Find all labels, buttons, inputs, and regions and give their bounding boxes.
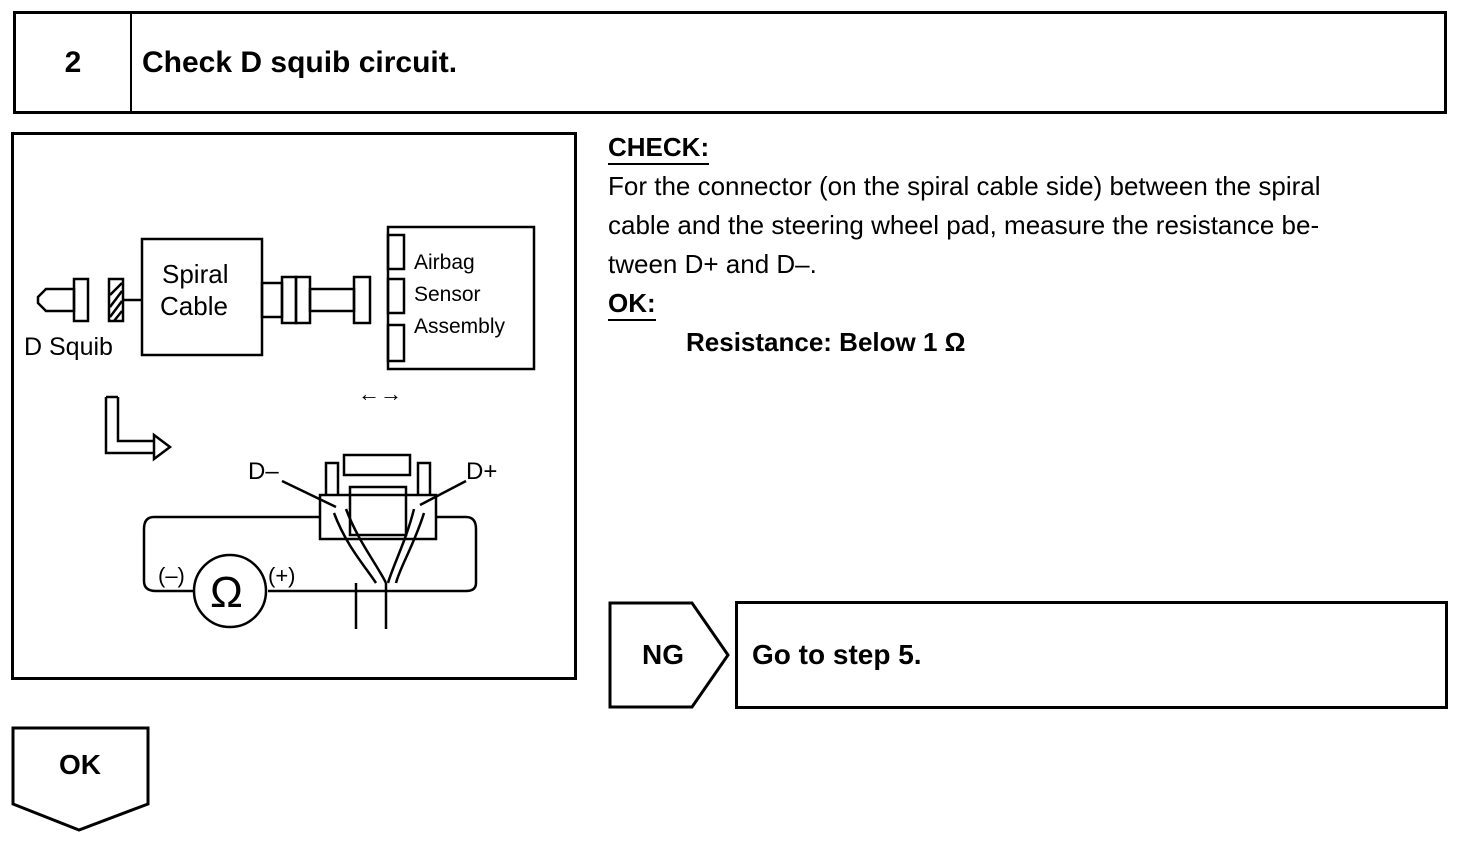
disconnect-arrows: ←→	[358, 381, 402, 406]
ok-heading: OK:	[608, 288, 656, 321]
flow-arrow-path	[104, 397, 154, 455]
assembly-label: Assembly	[414, 315, 506, 338]
minus-terminal-label: (–)	[158, 563, 185, 588]
check-line-2: cable and the steering wheel pad, measur…	[608, 210, 1320, 240]
check-heading: CHECK:	[608, 132, 710, 165]
circuit-figure: Spiral Cable D Squib Airbag Sensor Assem…	[11, 132, 577, 680]
squib-connector-body	[72, 277, 90, 323]
cable-label: Cable	[160, 291, 228, 321]
step-header: 2 Check D squib circuit.	[13, 11, 1447, 114]
step-number: 2	[16, 14, 132, 111]
d-minus-label: D–	[248, 458, 279, 485]
resistance-spec: Resistance: Below 1 Ω	[686, 327, 966, 357]
ohmmeter-circle	[192, 553, 268, 629]
check-section: CHECK: For the connector (on the spiral …	[608, 128, 1453, 362]
ng-action-text: Go to step 5.	[752, 639, 922, 670]
check-line-1: For the connector (on the spiral cable s…	[608, 171, 1321, 201]
ohm-icon: Ω	[210, 568, 243, 617]
d-plus-label: D+	[466, 458, 497, 485]
sensor-label: Sensor	[414, 283, 481, 306]
pad-connector-right	[416, 461, 432, 495]
pad-connector-left	[324, 461, 340, 495]
ok-flow-label: OK	[59, 749, 101, 780]
check-line-3: tween D+ and D–.	[608, 249, 817, 279]
spiral-label: Spiral	[162, 259, 228, 289]
circuit-wire-right	[268, 515, 478, 593]
ng-action-box: Go to step 5.	[735, 601, 1448, 709]
circuit-diagram: Spiral Cable D Squib Airbag Sensor Assem…	[24, 225, 536, 629]
ok-flow-shape	[11, 726, 150, 832]
airbag-label: Airbag	[414, 251, 475, 274]
plus-terminal-label: (+)	[268, 563, 296, 588]
ng-flow-shape	[608, 601, 730, 709]
squib-connector-shape	[36, 287, 76, 313]
circuit-wire-left	[142, 515, 320, 593]
step-title: Check D squib circuit.	[142, 45, 458, 79]
d-squib-label: D Squib	[24, 333, 113, 361]
ng-label: NG	[642, 638, 684, 670]
